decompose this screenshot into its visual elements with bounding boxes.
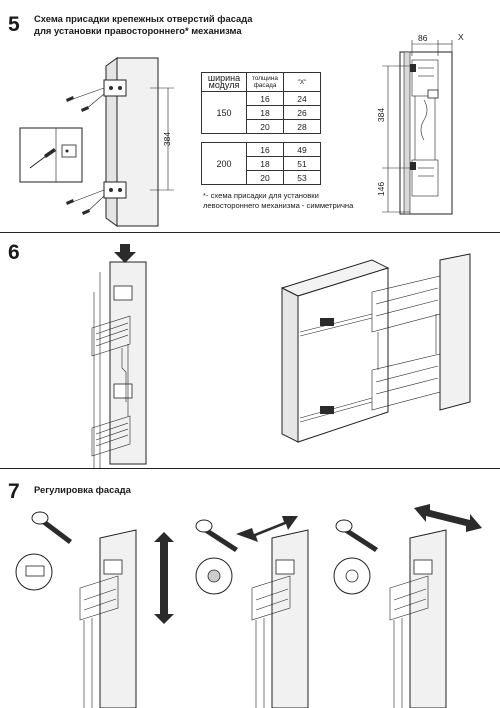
cabinet-with-mechanism — [280, 253, 471, 443]
detail-inset-drill — [19, 127, 83, 183]
arrow-vertical-icon — [154, 532, 174, 624]
width-200: 200 — [201, 142, 247, 185]
footnote-line1: *- схема присадки для установки — [203, 191, 319, 200]
dim-x: X — [458, 32, 464, 42]
step-5-title: Схема присадки крепежных отверстий фасад… — [34, 13, 252, 37]
facade-spec-table: ширина модуля толщина фасада "X" 150 16 … — [201, 72, 321, 185]
adjust-depth — [195, 516, 309, 708]
arrow-depth-icon — [236, 516, 298, 542]
dim-146: 146 — [376, 181, 387, 197]
arrow-lateral-icon — [414, 504, 482, 532]
divider-1 — [0, 232, 500, 233]
adjust-vertical — [15, 511, 174, 708]
step-7-title: Регулировка фасада — [34, 484, 131, 495]
footnote: *- схема присадки для установки левостор… — [203, 191, 353, 211]
step-6-drawing — [91, 244, 471, 468]
arrow-down-icon — [114, 244, 136, 263]
table-cell: 53 — [283, 170, 321, 185]
table-cell: 24 — [283, 91, 321, 106]
table-cell: 26 — [283, 105, 321, 120]
step-5-number: 5 — [8, 13, 20, 36]
facade-with-baskets — [91, 244, 147, 468]
step-7-number: 7 — [8, 480, 20, 503]
footnote-line2: левостороннего механизма - симметрична — [203, 201, 354, 210]
screwdriver-icon — [341, 526, 378, 552]
screwdriver-icon — [37, 516, 72, 544]
dim-384-section: 384 — [376, 107, 387, 123]
top-mount-bracket — [66, 79, 127, 112]
step-5-title-line2: для установки правостороннего* механизма — [34, 25, 242, 36]
step-6-number: 6 — [8, 241, 20, 264]
table-cell: 28 — [283, 119, 321, 134]
width-150: 150 — [201, 91, 247, 134]
adjust-lateral — [333, 504, 482, 708]
bottom-mount-bracket — [66, 181, 127, 215]
step-5-section-drawing — [382, 40, 453, 215]
step-7-drawing — [15, 504, 482, 708]
divider-2 — [0, 468, 500, 469]
screwdriver-icon — [201, 526, 238, 552]
dim-86: 86 — [418, 33, 428, 43]
step-5-facade-drawing — [19, 57, 174, 227]
step-5-title-line1: Схема присадки крепежных отверстий фасад… — [34, 13, 253, 24]
